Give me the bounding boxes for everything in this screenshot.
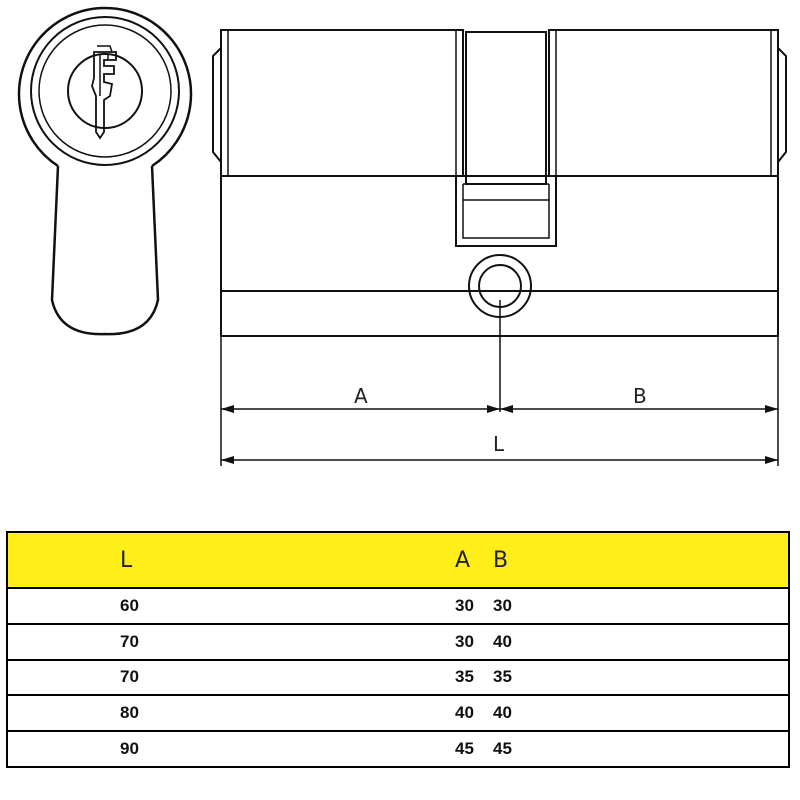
cell-a: 40: [125, 694, 493, 732]
header-l: L: [7, 532, 132, 589]
cell-a: 45: [125, 730, 493, 767]
cell-l: 70: [7, 658, 139, 696]
cell-l: 90: [7, 730, 139, 767]
table-row: 70 30 40: [7, 622, 789, 660]
cell-b: 35: [493, 658, 789, 696]
table-row: 80 40 40: [7, 694, 789, 732]
lock-cylinder-drawing: A B L: [17, 6, 787, 466]
cell-l: 70: [7, 622, 139, 660]
cylinder-end-view: [17, 6, 193, 336]
table-header-row: L A B: [7, 532, 789, 589]
header-a: A: [125, 532, 493, 589]
table-row: 90 45 45: [7, 730, 789, 767]
dimension-arrows: [221, 405, 778, 464]
dimension-label-l: L: [493, 432, 505, 456]
dimension-label-a: A: [354, 384, 368, 408]
cylinder-side-view: [212, 29, 787, 337]
dimension-lines: [220, 300, 779, 466]
dimension-label-b: B: [633, 384, 647, 408]
cell-l: 60: [7, 587, 139, 624]
cell-b: 40: [493, 622, 789, 660]
cell-a: 30: [125, 587, 493, 624]
cell-l: 80: [7, 694, 139, 732]
table-row: 70 35 35: [7, 658, 789, 696]
cell-b: 40: [493, 694, 789, 732]
cell-a: 30: [125, 622, 493, 660]
cell-b: 30: [493, 587, 789, 624]
dimensions-table: L A B 60 30 30 70 30 40 70 35 35 80 40 4…: [6, 531, 790, 768]
cell-b: 45: [493, 730, 789, 767]
cell-a: 35: [125, 658, 493, 696]
table-row: 60 30 30: [7, 587, 789, 624]
header-b: B: [493, 532, 789, 589]
